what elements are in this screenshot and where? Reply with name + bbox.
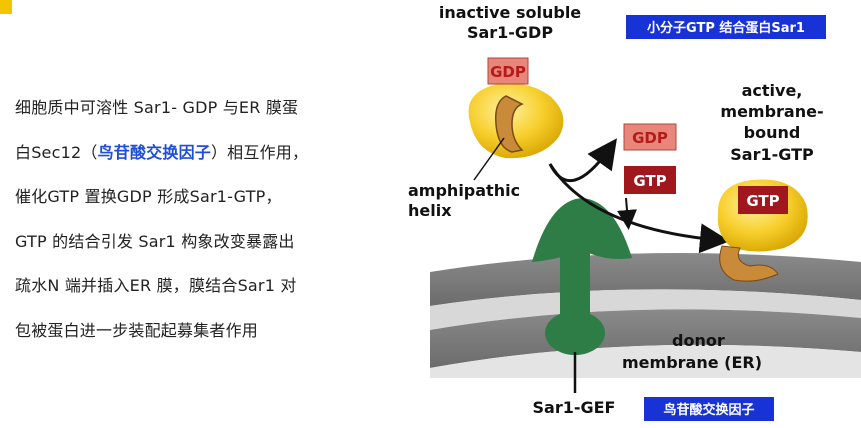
description-line-3: 催化GTP 置换GDP 形成Sar1-GTP， <box>15 187 282 206</box>
donor-membrane-label-line-1: donor <box>672 331 725 350</box>
active-label-line-1: active, <box>742 81 803 100</box>
gdp-box-bound <box>487 57 529 85</box>
membrane-inner-space <box>430 289 861 330</box>
inactive-title-line-2: Sar1-GDP <box>467 23 553 42</box>
description-line-1: 细胞质中可溶性 Sar1- GDP 与ER 膜蛋 <box>15 98 299 117</box>
gef-highlight-text: 鸟苷酸交换因子 <box>97 142 211 162</box>
description-line-6: 包被蛋白进一步装配起募集者作用 <box>15 320 259 340</box>
gtp-binding-arrow <box>617 197 637 230</box>
membrane-inner-layer <box>430 309 861 368</box>
description-line-2: 白Sec12（鸟苷酸交换因子）相互作用， <box>15 131 395 176</box>
description-text-panel: 细胞质中可溶性 Sar1- GDP 与ER 膜蛋 白Sec12（鸟苷酸交换因子）… <box>15 86 395 353</box>
sar1-gef-label: Sar1-GEF <box>533 398 616 417</box>
small-gtp-protein-tag <box>626 15 826 39</box>
amphipathic-label-line-2: helix <box>408 201 452 220</box>
gef-tag <box>644 397 774 421</box>
gdp-label-bound: GDP <box>490 63 526 81</box>
amphipathic-pointer-line <box>473 137 505 181</box>
sar1-activation-diagram: GDP GDP GTP GTP inactive soluble Sar1-GD… <box>408 3 861 421</box>
active-label-line-3: bound <box>744 123 801 142</box>
gef-tag-text: 鸟苷酸交换因子 <box>663 402 754 418</box>
active-label-line-4: Sar1-GTP <box>730 145 814 164</box>
gtp-label-bound: GTP <box>746 192 779 210</box>
active-label-line-2: membrane- <box>720 102 823 121</box>
gtp-box-incoming <box>624 166 676 194</box>
gdp-label-released: GDP <box>632 129 668 147</box>
corner-accent-mark <box>0 0 12 14</box>
description-line-5: 疏水N 端并插入ER 膜，膜结合Sar1 对 <box>15 276 297 295</box>
er-lumen <box>430 344 861 378</box>
activation-main-arrow <box>548 163 730 254</box>
donor-membrane-label-line-2: membrane (ER) <box>622 353 762 372</box>
amphipathic-label-line-1: amphipathic <box>408 181 520 200</box>
small-gtp-protein-tag-text: 小分子GTP 结合蛋白Sar1 <box>647 20 805 36</box>
line2-suffix: ）相互作用， <box>210 142 309 162</box>
inactive-title-line-1: inactive soluble <box>439 3 581 22</box>
gtp-label-incoming: GTP <box>633 172 666 190</box>
line2-prefix: 白Sec12（ <box>15 142 98 162</box>
inactive-sar1-gdp-protein <box>468 83 564 159</box>
gdp-box-released <box>623 123 677 151</box>
gtp-box-bound <box>738 186 788 214</box>
description-line-4: GTP 的结合引发 Sar1 构象改变暴露出 <box>15 231 295 251</box>
